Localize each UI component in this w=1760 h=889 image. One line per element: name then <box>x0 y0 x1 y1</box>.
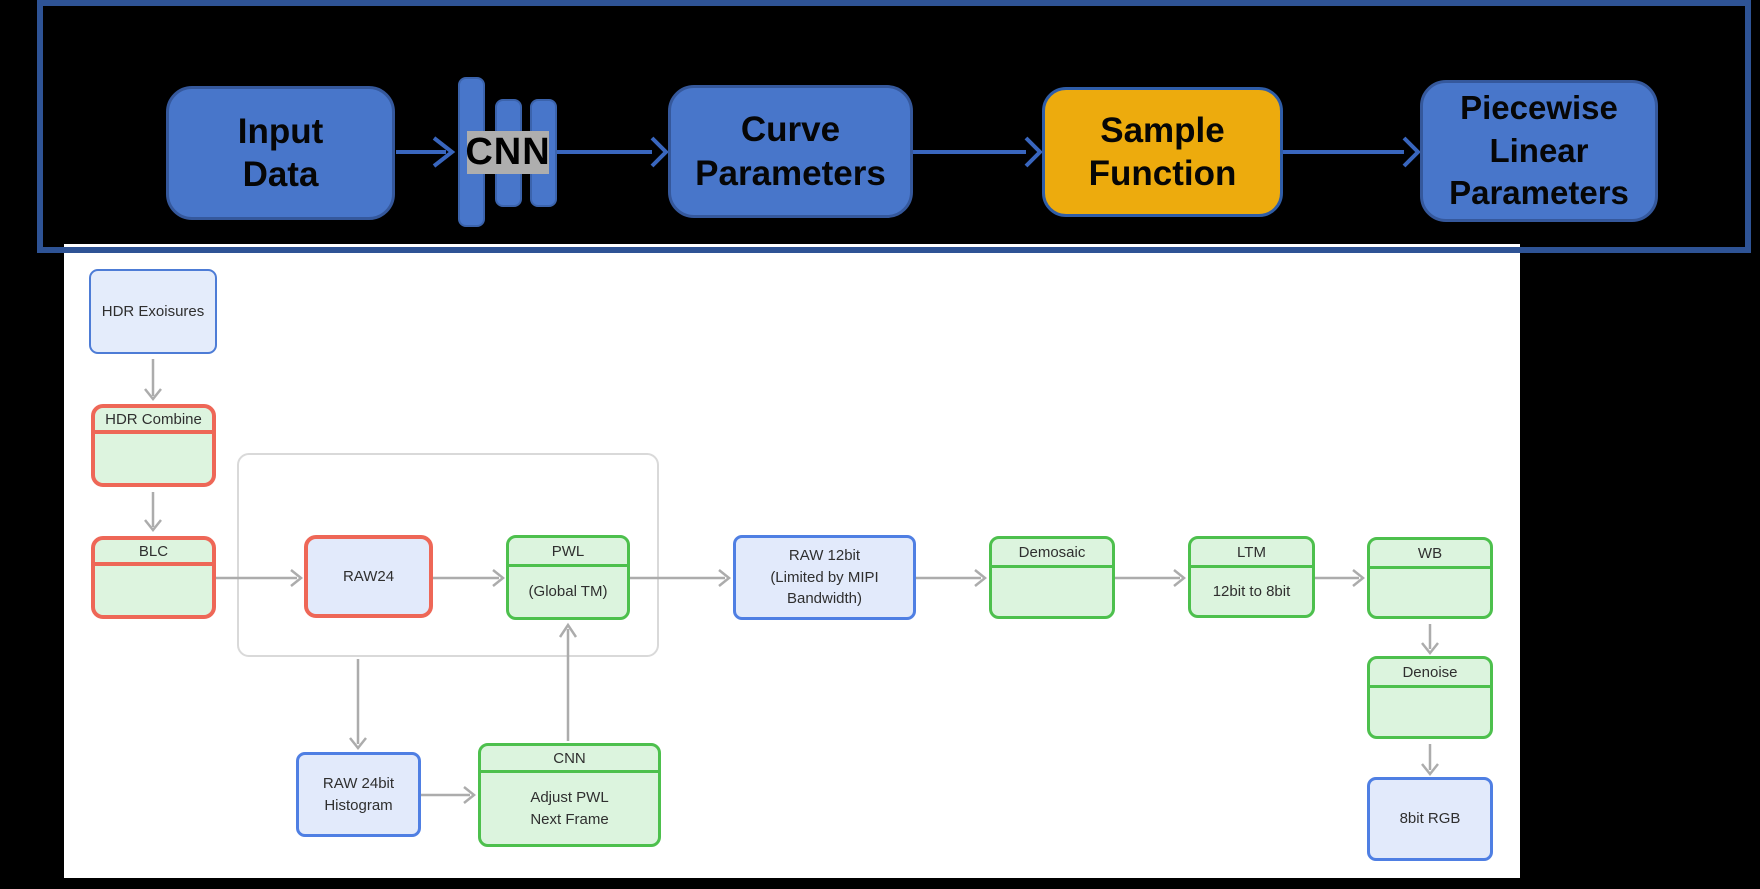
flow-node-8bit-rgb-label: 8bit RGB <box>1399 810 1461 828</box>
overview-node-input-data-label: Input Data <box>237 111 324 194</box>
flow-node-denoise-header: Denoise <box>1370 659 1490 688</box>
flow-node-raw24bit-histogram: RAW 24bit Histogram <box>296 752 421 837</box>
flow-node-cnn-adjust: CNN Adjust PWL Next Frame <box>478 743 661 847</box>
flow-node-raw12bit-label: RAW 12bit (Limited by MIPI Bandwidth) <box>770 546 879 608</box>
flow-node-ltm: LTM 12bit to 8bit <box>1188 536 1315 618</box>
overview-node-sample-function-label: Sample Function <box>1088 110 1237 193</box>
flow-node-raw24-label: RAW24 <box>342 567 395 585</box>
flow-node-demosaic-header: Demosaic <box>992 539 1112 568</box>
flow-node-demosaic: Demosaic <box>989 536 1115 619</box>
flow-node-ltm-header: LTM <box>1191 539 1312 568</box>
flow-node-wb: WB <box>1367 537 1493 619</box>
flow-node-wb-header: WB <box>1370 540 1490 569</box>
overview-node-curve-parameters-label: Curve Parameters <box>695 110 886 193</box>
flow-node-raw24: RAW24 <box>304 535 433 618</box>
overview-node-curve-parameters: Curve Parameters <box>668 85 913 218</box>
arrow-curve-to-sample <box>913 136 1043 168</box>
overview-node-cnn-label: CNN <box>465 131 551 173</box>
overview-node-cnn: CNN <box>465 131 551 174</box>
flow-node-demosaic-body <box>992 568 1112 616</box>
flow-node-pwl-body: (Global TM) <box>528 583 608 601</box>
sensor-subsystem-container <box>237 453 659 657</box>
flow-node-hdr-exposures-label: HDR Exoisures <box>101 302 205 320</box>
flow-node-cnn-adjust-body: Adjust PWL Next Frame <box>530 788 609 828</box>
flow-node-hdr-combine-body <box>95 434 212 483</box>
flow-node-pwl-header: PWL <box>509 538 627 567</box>
arrow-input-to-cnn <box>396 136 456 168</box>
flow-node-raw12bit: RAW 12bit (Limited by MIPI Bandwidth) <box>733 535 916 620</box>
flow-node-cnn-adjust-header: CNN <box>481 746 658 773</box>
flow-node-pwl: PWL (Global TM) <box>506 535 630 620</box>
flow-node-hdr-combine: HDR Combine <box>91 404 216 487</box>
overview-node-input-data: Input Data <box>166 86 395 220</box>
flow-node-raw24bit-histogram-label: RAW 24bit Histogram <box>322 774 395 814</box>
flow-node-blc-body <box>95 566 212 615</box>
flow-node-wb-body <box>1370 569 1490 616</box>
flow-node-hdr-combine-header: HDR Combine <box>95 408 212 434</box>
flow-node-hdr-exposures: HDR Exoisures <box>89 269 217 354</box>
overview-node-piecewise-label: Piecewise Linear Parameters <box>1449 88 1629 212</box>
overview-node-piecewise-linear-parameters: Piecewise Linear Parameters <box>1420 80 1658 222</box>
arrow-cnn-to-curve <box>557 136 669 168</box>
flow-node-blc-header: BLC <box>95 540 212 566</box>
overview-node-sample-function: Sample Function <box>1042 87 1283 217</box>
flow-node-ltm-body: 12bit to 8bit <box>1212 582 1291 600</box>
flow-node-blc: BLC <box>91 536 216 619</box>
flow-node-8bit-rgb: 8bit RGB <box>1367 777 1493 861</box>
flow-node-denoise: Denoise <box>1367 656 1493 739</box>
arrow-sample-to-piecewise <box>1283 136 1421 168</box>
flow-node-denoise-body <box>1370 688 1490 736</box>
